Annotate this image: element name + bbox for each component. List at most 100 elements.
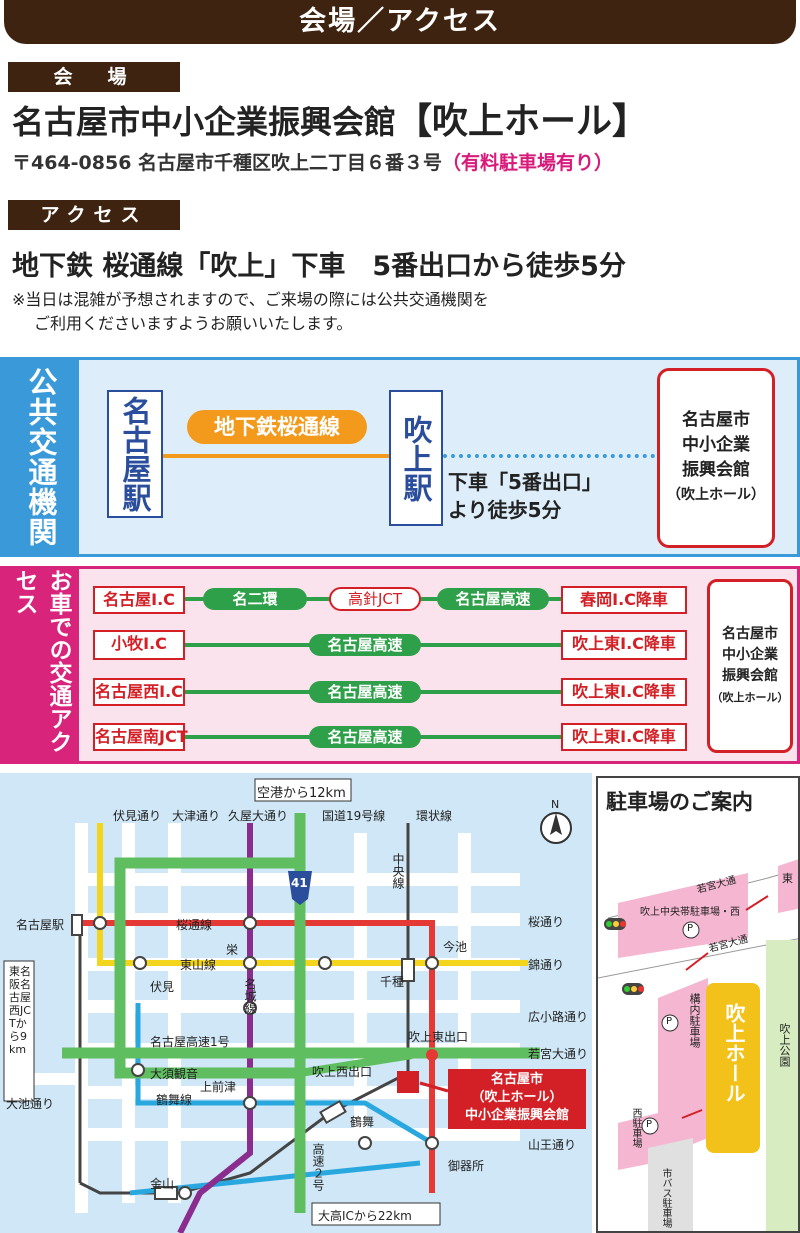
end-station: 吹上駅 [389, 390, 443, 526]
dest-line-3: 振興会館 [682, 460, 750, 480]
dest-line-2: 中小企業 [682, 435, 750, 455]
car-row-4-from: 名古屋南JCT [93, 723, 188, 751]
access-note-2: ご利用くださいますようお願いいたします。 [34, 314, 353, 333]
car-row-1-jct: 高針JCT [329, 587, 421, 611]
parking-note: （有料駐車場有り） [442, 152, 614, 174]
venue-callout-3: 中小企業振興会館 [464, 1108, 569, 1123]
tomei-label: 東名阪名古屋西JCTから9km [9, 965, 31, 1056]
car-row-1-from: 名古屋I.C [93, 586, 185, 614]
imaike-label: 今池 [443, 940, 468, 954]
road-otsu: 大津通り [172, 809, 221, 823]
page-title: 会場／アクセス [4, 0, 796, 44]
chikusa-label: 千種 [380, 975, 405, 989]
access-main: 地下鉄 桜通線「吹上」下車 5番出口から徒歩5分 [12, 251, 626, 282]
fukiage-west-label: 吹上西出口 [312, 1065, 373, 1079]
meijo-line-label: 名城線 [243, 978, 257, 1014]
venue-address: 〒464-0856 名古屋市千種区吹上二丁目６番３号（有料駐車場有り） [12, 148, 613, 175]
expressway-1-label: 名古屋高速1号 [150, 1035, 230, 1049]
oike-road-label: 大池通り [6, 1097, 55, 1111]
north-label: N [551, 798, 560, 811]
exit-info-1: 下車「5番出口」 [448, 470, 602, 494]
nagoya-station-label: 名古屋駅 [16, 918, 65, 932]
venue-callout: 名古屋市 （吹上ホール） 中小企業振興会館 [448, 1071, 586, 1125]
car-access-panel: お車での交通アクセス 名古屋I.C 名二環 高針JCT 名古屋高速 春岡I.C降… [0, 566, 800, 764]
public-transport-panel: 公共交通機関 名古屋駅 地下鉄桜通線 吹上駅 下車「5番出口」 より徒歩5分 名… [0, 357, 800, 557]
venue-tag: 会 場 [8, 62, 180, 92]
hall-label: 吹上ホール [722, 1003, 746, 1103]
exit-info-2: より徒歩5分 [448, 498, 562, 522]
dest-line-1: 名古屋市 [682, 410, 750, 430]
car-row-2-via: 名古屋高速 [309, 634, 421, 656]
dest-line-4: （吹上ホール） [667, 487, 765, 503]
car-row-3-via: 名古屋高速 [309, 681, 421, 703]
kamimaezu-label: 上前津 [200, 1080, 237, 1094]
expressway-2-label: 高速２号 [311, 1143, 325, 1191]
road-nishiki: 錦通り [528, 958, 565, 972]
road-wakamiya: 若宮大通り [528, 1047, 589, 1061]
kounai-lot-label: 構内駐車場 [688, 993, 701, 1048]
car-row-2-from: 小牧I.C [93, 630, 185, 660]
exit-info: 下車「5番出口」 より徒歩5分 [448, 468, 602, 524]
access-tag: アクセス [8, 200, 180, 230]
kanayama-label: 金山 [150, 1177, 175, 1191]
car-dest-line-4: （吹上ホール） [711, 691, 789, 704]
car-row-4-via: 名古屋高速 [309, 726, 421, 748]
car-dest-line-3: 振興会館 [722, 668, 778, 684]
park-label: 吹上公園 [778, 1023, 791, 1067]
route-41-icon: 41 [291, 876, 308, 890]
car-dest-line-2: 中小企業 [722, 647, 778, 663]
public-transport-label: 公共交通機関 [3, 360, 79, 554]
osu-kannon-label: 大須観音 [150, 1067, 199, 1081]
car-row-1-via2: 名古屋高速 [437, 588, 549, 610]
car-row-2-to: 吹上東I.C降車 [561, 630, 687, 660]
west-lot-label: 西駐車場 [630, 1108, 641, 1148]
fukiage-east-label: 吹上東出口 [408, 1030, 469, 1044]
higashiyama-line-label: 東山線 [180, 958, 217, 972]
parking-map: 駐車場のご案内 吹上中央帯駐車場・西 東 若宮大通 若宮大通 構内駐車場 吹上ホ… [596, 776, 800, 1233]
subway-line-label: 地下鉄桜通線 [187, 410, 367, 444]
citybus-lot-label: 市バス駐車場 [660, 1168, 671, 1228]
venue-callout-2: （吹上ホール） [471, 1090, 563, 1105]
parking-p-icon-2: P [666, 1016, 673, 1027]
road-route19: 国道19号線 [322, 809, 386, 823]
road-hirokoji: 広小路通り [528, 1010, 589, 1024]
car-destination-box: 名古屋市 中小企業 振興会館 （吹上ホール） [707, 579, 793, 753]
parking-p-icon-3: P [646, 1119, 653, 1130]
access-note: ※当日は混雑が予想されますので、ご来場の際には公共交通機関を ご利用くださいます… [12, 288, 792, 336]
subway-line-bar [163, 454, 389, 458]
venue-name-text: 名古屋市中小企業振興会館 [12, 103, 397, 141]
car-row-1-via1: 名二環 [203, 588, 307, 610]
sakura-line-label: 桜通線 [176, 918, 213, 932]
car-dest-line-1: 名古屋市 [722, 626, 778, 642]
area-map: 空港から12km 伏見通り 大津通り 久屋大通り 国道19号線 環状線 41 N… [0, 773, 592, 1233]
road-fushimi: 伏見通り [113, 809, 162, 823]
sakae-label: 栄 [226, 943, 239, 957]
gokiso-label: 御器所 [448, 1159, 485, 1173]
road-sanno: 山王通り [528, 1138, 577, 1152]
road-sakura: 桜通り [528, 915, 565, 929]
parking-title: 駐車場のご案内 [606, 790, 753, 814]
odaka-label: 大高ICから22km [318, 1209, 412, 1223]
fushimi-label: 伏見 [150, 980, 175, 994]
car-access-label: お車での交通アクセス [3, 569, 79, 761]
central-lot-label: 吹上中央帯駐車場・西 [640, 907, 740, 918]
walk-route-line [443, 454, 655, 458]
tsurumai-line-label: 鶴舞線 [156, 1093, 193, 1107]
car-row-3-from: 名古屋西I.C [93, 678, 185, 706]
tsurumai-label: 鶴舞 [350, 1115, 375, 1129]
start-station: 名古屋駅 [107, 390, 163, 518]
car-row-3-to: 吹上東I.C降車 [561, 678, 687, 706]
venue-hall-text: 【吹上ホール】 [396, 101, 649, 142]
venue-callout-1: 名古屋市 [490, 1072, 543, 1087]
venue-name: 名古屋市中小企業振興会館【吹上ホール】 [12, 92, 648, 144]
car-row-4-to: 吹上東I.C降車 [561, 723, 687, 751]
car-row-1-to: 春岡I.C降車 [561, 586, 687, 614]
address-text: 〒464-0856 名古屋市千種区吹上二丁目６番３号 [12, 152, 443, 174]
access-note-1: ※当日は混雑が予想されますので、ご来場の際には公共交通機関を [12, 290, 489, 309]
road-kanjo: 環状線 [416, 809, 453, 823]
destination-box: 名古屋市 中小企業 振興会館 （吹上ホール） [657, 368, 775, 548]
east-lot-label: 東 [782, 872, 793, 885]
chuo-line-label: 中央線 [391, 853, 405, 889]
airport-label: 空港から12km [257, 786, 346, 801]
parking-p-icon: P [687, 923, 694, 934]
